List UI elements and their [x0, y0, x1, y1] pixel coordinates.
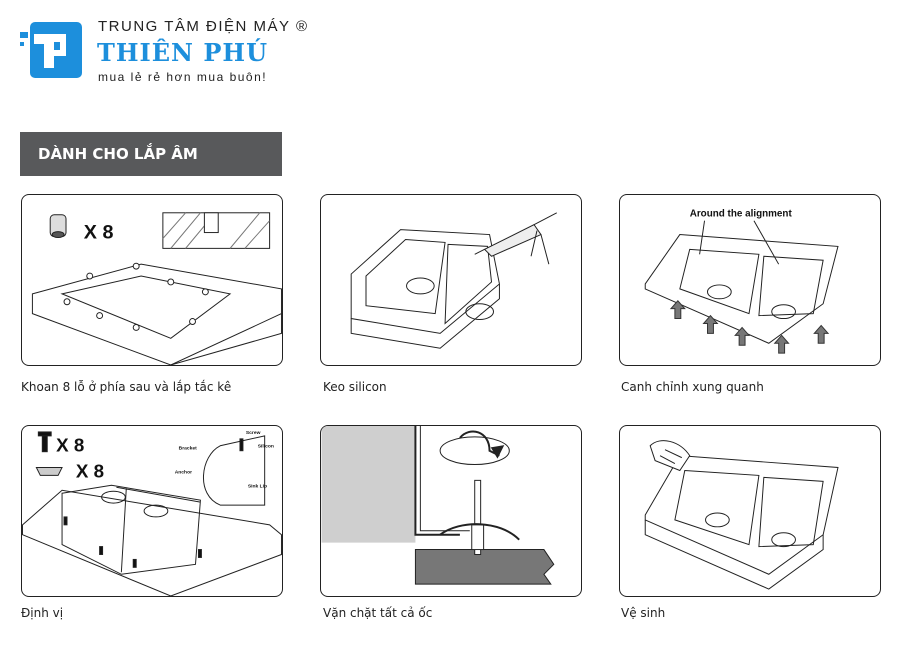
silicone-gun-icon — [474, 212, 557, 265]
label-silicon: Silicon — [258, 444, 274, 450]
label-screw: Screw — [246, 430, 261, 436]
step-5-illustration — [320, 425, 582, 597]
cleaning-hand-icon — [649, 440, 691, 472]
arrow-up-icons — [669, 300, 830, 354]
alignment-annotation: Around the alignment — [690, 209, 793, 220]
anchor-plug-icon — [49, 214, 67, 238]
brand-top-line: TRUNG TÂM ĐIỆN MÁY ® — [98, 18, 309, 35]
rotate-arrow-icon — [439, 430, 510, 466]
step-4-caption: Định vị — [21, 606, 64, 620]
section-title: DÀNH CHO LẮP ÂM — [20, 132, 282, 176]
step-2-caption: Keo silicon — [323, 380, 387, 394]
step-3-caption: Canh chỉnh xung quanh — [621, 380, 764, 394]
brand-logo: TRUNG TÂM ĐIỆN MÁY ® THIÊN PHÚ mua lẻ rẻ… — [0, 0, 307, 100]
logo-mark-icon — [20, 22, 82, 78]
step-6-illustration — [619, 425, 881, 597]
label-anchor: Anchor — [175, 469, 192, 475]
screw-qty: X 8 — [56, 435, 84, 456]
step-3-illustration: Around the alignment — [619, 194, 881, 366]
qty-label: X 8 — [84, 221, 114, 243]
label-bracket: Bracket — [179, 446, 197, 452]
step-5-caption: Vặn chặt tất cả ốc — [323, 606, 433, 620]
label-sink-lip: Sink Lip — [248, 483, 267, 489]
brand-name: THIÊN PHÚ — [97, 38, 268, 67]
bracket-qty: X 8 — [76, 460, 104, 481]
step-1-illustration: X 8 — [21, 194, 283, 366]
step-2-illustration — [320, 194, 582, 366]
step-4-illustration: X 8 X 8 Screw Silicon Bracket Anchor Sin… — [21, 425, 283, 597]
step-1-caption: Khoan 8 lỗ ở phía sau và lắp tắc kê — [21, 380, 232, 394]
step-6-caption: Vệ sinh — [621, 606, 666, 620]
brand-tagline: mua lẻ rẻ hơn mua buôn! — [98, 70, 268, 84]
hatched-section-icon — [162, 212, 271, 249]
